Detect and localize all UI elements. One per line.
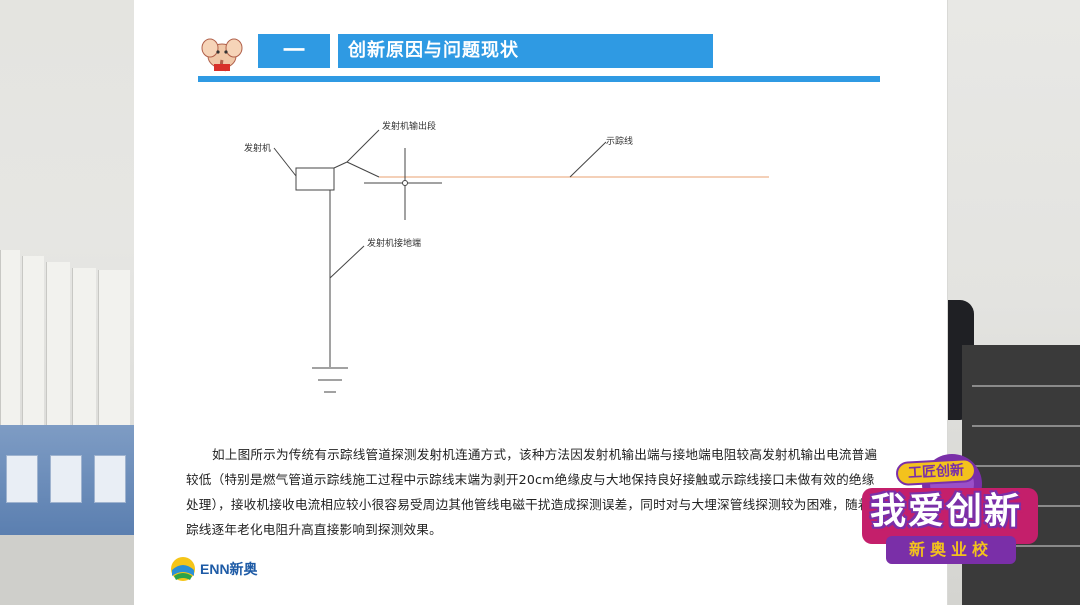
header-rule bbox=[198, 76, 880, 82]
tray-slot bbox=[50, 455, 82, 503]
presentation-slide: 一 创新原因与问题现状 发射机 发射机输出段 示踪线 发射机接地端 如上图所示为… bbox=[134, 0, 947, 605]
cabinet-drawer bbox=[972, 425, 1080, 427]
badge-sub-text: 新奥业校 bbox=[886, 536, 1016, 564]
file-tray bbox=[0, 425, 134, 535]
label-output-section: 发射机输出段 bbox=[382, 120, 436, 132]
tray-slot bbox=[6, 455, 38, 503]
desk-surface bbox=[0, 535, 134, 605]
output-wire bbox=[333, 161, 348, 169]
label-transmitter: 发射机 bbox=[244, 142, 271, 154]
badge-main-text: 我爱创新 bbox=[869, 491, 1022, 532]
transmitter-leader-line bbox=[273, 147, 297, 177]
ground-terminal-leader-line bbox=[329, 245, 365, 279]
output-wire bbox=[346, 161, 380, 178]
tray-slot bbox=[94, 455, 126, 503]
output-section-leader-line bbox=[346, 129, 380, 163]
background-document bbox=[22, 256, 44, 431]
background-document bbox=[98, 270, 130, 428]
connection-diagram: 发射机 发射机输出段 示踪线 发射机接地端 bbox=[244, 120, 769, 393]
label-ground-terminal: 发射机接地端 bbox=[367, 237, 421, 249]
background-document bbox=[72, 268, 96, 428]
trace-wire-leader-line bbox=[569, 141, 607, 178]
body-paragraph: 如上图所示为传统有示踪线管道探测发射机连通方式，该种方法因发射机输出端与接地端电… bbox=[186, 447, 884, 537]
elephant-mascot-icon bbox=[201, 38, 243, 72]
crosshair-center bbox=[402, 180, 408, 186]
background-document bbox=[0, 250, 20, 430]
enn-logo-icon bbox=[171, 557, 195, 581]
section-title: 创新原因与问题现状 bbox=[338, 34, 713, 68]
cabinet-drawer bbox=[972, 465, 1080, 467]
transmitter-box bbox=[295, 167, 335, 191]
badge-top-label: 工匠创新 bbox=[895, 457, 977, 487]
cabinet-drawer bbox=[972, 385, 1080, 387]
section-number: 一 bbox=[258, 34, 330, 68]
background-document bbox=[46, 262, 70, 430]
innovation-badge: 工匠创新 我爱创新 新奥业校 bbox=[852, 448, 1042, 576]
cabinet-drawer bbox=[972, 545, 1080, 547]
label-trace-wire: 示踪线 bbox=[606, 135, 633, 147]
logo-text: ENN新奥 bbox=[200, 561, 258, 577]
background-left-office bbox=[0, 0, 134, 605]
enn-logo: ENN新奥 bbox=[170, 556, 258, 582]
